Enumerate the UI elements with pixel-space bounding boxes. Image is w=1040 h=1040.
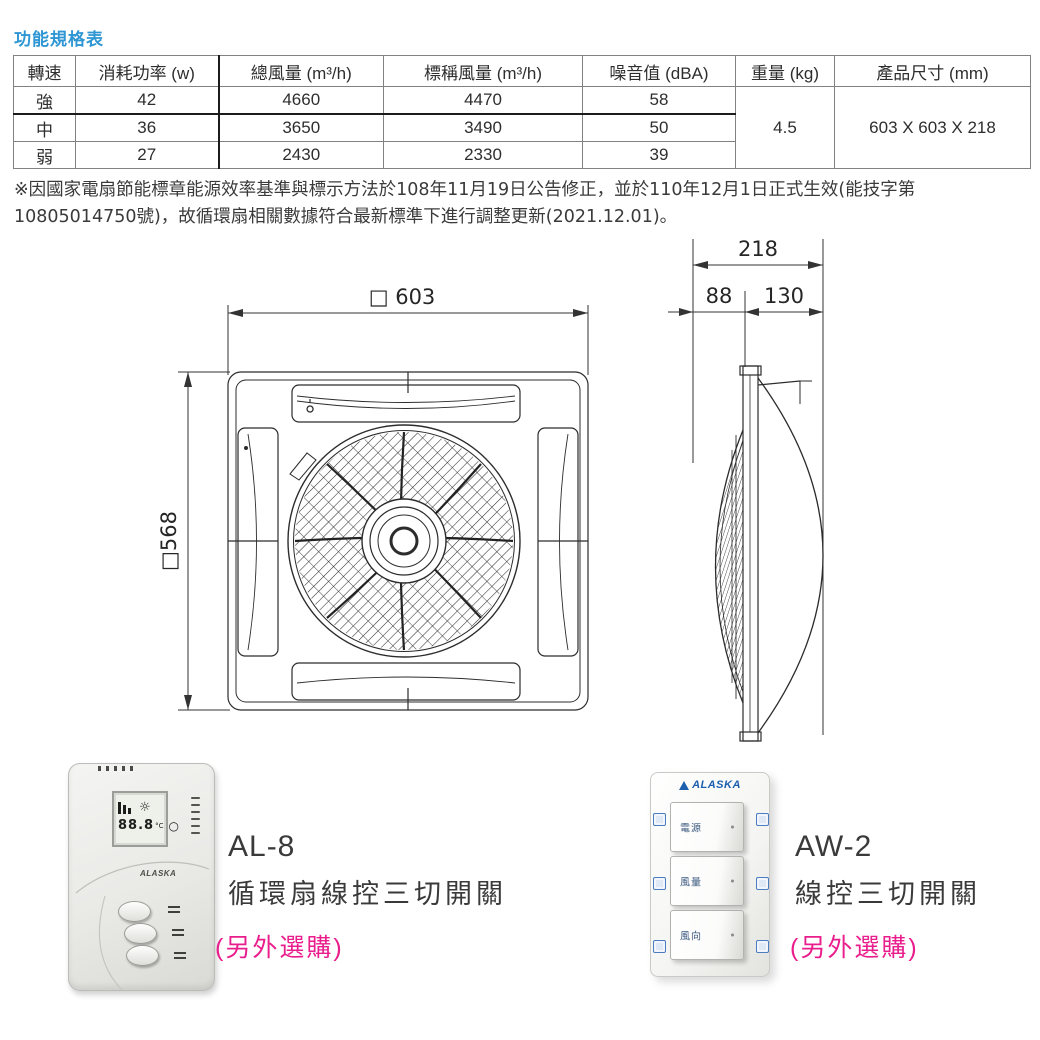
cell-noise: 39 — [582, 141, 736, 169]
footnote-line-1: ※因國家電扇節能標章能源效率基準與標示方法於108年11月19日公告修正，並於1… — [14, 180, 916, 200]
aw2-side-chip — [653, 877, 666, 890]
al8-button-label-mark — [174, 952, 186, 959]
side-view — [714, 365, 824, 742]
aw2-power-button: 電源 — [670, 802, 744, 852]
cell-weight: 4.5 — [735, 86, 835, 169]
signal-bar-icon — [128, 808, 131, 814]
cell-rated: 4470 — [383, 86, 583, 115]
lcd-temperature-unit: °C — [155, 821, 164, 830]
signal-bar-icon — [118, 802, 121, 814]
spec-table-wrap: 轉速 消耗功率 (w) 總風量 (m³/h) 標稱風量 (m³/h) 噪音值 (… — [13, 55, 1031, 169]
cell-total: 4660 — [217, 86, 384, 115]
front-width-label: □ 603 — [369, 285, 436, 309]
spec-table: 轉速 消耗功率 (w) 總風量 (m³/h) 標稱風量 (m³/h) 噪音值 (… — [13, 55, 1031, 169]
front-height-label: □568 — [157, 511, 181, 571]
side-depth-label: 218 — [738, 237, 778, 261]
side-front-label: 88 — [706, 284, 733, 308]
front-view — [227, 371, 589, 711]
fan-icon: ☼ — [139, 800, 151, 815]
button-dot — [731, 825, 734, 829]
col-header-noise: 噪音值 (dBA) — [582, 55, 736, 87]
aw2-direction-button: 風向 — [670, 910, 744, 960]
button-dot — [731, 933, 734, 937]
table-header-row: 轉速 消耗功率 (w) 總風量 (m³/h) 標稱風量 (m³/h) 噪音值 (… — [13, 55, 1031, 87]
al8-lcd-readout: 88.8 °C ○ — [118, 818, 179, 833]
col-header-total-airflow: 總風量 (m³/h) — [217, 55, 384, 87]
technical-drawing: □ 603 □568 — [157, 237, 824, 742]
table-row: 強 42 4660 4470 58 4.5 603 X 603 X 218 — [13, 86, 1031, 169]
alaska-triangle-icon — [679, 780, 690, 790]
aw2-airflow-button-label: 風量 — [680, 877, 702, 889]
col-header-speed: 轉速 — [13, 55, 76, 87]
cell-noise: 58 — [582, 86, 736, 115]
fan-hub — [361, 498, 447, 584]
al8-panel-curves — [75, 861, 210, 991]
al8-vent-slits — [191, 797, 200, 834]
al8-top-marks — [98, 766, 133, 771]
cell-total: 2430 — [217, 141, 384, 169]
al8-button-label-mark — [172, 929, 184, 936]
cell-power: 42 — [75, 86, 219, 115]
al8-model-label: AL-8 — [228, 830, 296, 863]
cell-rated: 3490 — [383, 113, 583, 142]
aw2-side-chip — [756, 940, 769, 953]
front-width-dimension — [227, 305, 589, 375]
aw2-direction-button-label: 風向 — [680, 931, 702, 943]
al8-button-label-mark — [168, 906, 180, 913]
cell-speed: 弱 — [13, 141, 76, 169]
cell-noise: 50 — [582, 113, 736, 142]
page-title: 功能規格表 — [14, 30, 104, 49]
cell-rated: 2330 — [383, 141, 583, 169]
cell-speed: 強 — [13, 86, 76, 115]
cell-size: 603 X 603 X 218 — [834, 86, 1031, 169]
aw2-power-button-label: 電源 — [680, 823, 702, 835]
cell-total: 3650 — [217, 113, 384, 142]
aw2-description: 線控三切開關 — [795, 879, 981, 909]
cell-power: 27 — [75, 141, 219, 169]
al8-remote-photo: ☼ 88.8 °C ○ ALASKA — [68, 763, 215, 991]
al8-brand-text: ALASKA — [140, 869, 177, 878]
al8-optional-purchase-note: (另外選購) — [215, 934, 344, 962]
cell-speed: 中 — [13, 113, 76, 142]
al8-lcd-icons: ☼ — [118, 798, 162, 814]
col-header-size: 產品尺寸 (mm) — [834, 55, 1031, 87]
side-back-label: 130 — [764, 284, 804, 308]
col-header-power: 消耗功率 (w) — [75, 55, 219, 87]
aw2-optional-purchase-note: (另外選購) — [790, 934, 919, 962]
fan-grille — [287, 424, 521, 658]
footnote-line-2: 10805014750號)，故循環扇相關數據符合最新標準下進行調整更新(2021… — [14, 207, 678, 227]
signal-bar-icon — [123, 805, 126, 814]
aw2-logo: ALASKA — [650, 779, 770, 791]
power-circle-icon: ○ — [168, 818, 179, 833]
al8-button-1 — [118, 901, 151, 922]
aw2-brand-text: ALASKA — [692, 779, 741, 791]
aw2-model-label: AW-2 — [795, 830, 873, 863]
table-row: 中 36 3650 3490 50 — [13, 113, 1031, 142]
aw2-airflow-button: 風量 — [670, 856, 744, 906]
col-header-weight: 重量 (kg) — [735, 55, 835, 87]
al8-lcd-screen: ☼ 88.8 °C ○ — [112, 791, 179, 847]
al8-button-2 — [124, 923, 157, 944]
aw2-side-chip — [653, 940, 666, 953]
side-depth-dimension — [668, 239, 824, 735]
aw2-side-chip — [756, 813, 769, 826]
al8-button-3 — [126, 945, 159, 966]
lcd-temperature-value: 88.8 — [118, 818, 155, 833]
col-header-rated-airflow: 標稱風量 (m³/h) — [383, 55, 583, 87]
aw2-side-chip — [756, 877, 769, 890]
aw2-side-chip — [653, 813, 666, 826]
al8-description: 循環扇線控三切開關 — [228, 879, 507, 909]
table-row: 弱 27 2430 2330 39 — [13, 141, 1031, 169]
cell-power: 36 — [75, 113, 219, 142]
aw2-switch-photo: ALASKA 電源 風量 風向 — [650, 772, 770, 977]
button-dot — [731, 879, 734, 883]
front-height-dimension — [178, 371, 230, 711]
